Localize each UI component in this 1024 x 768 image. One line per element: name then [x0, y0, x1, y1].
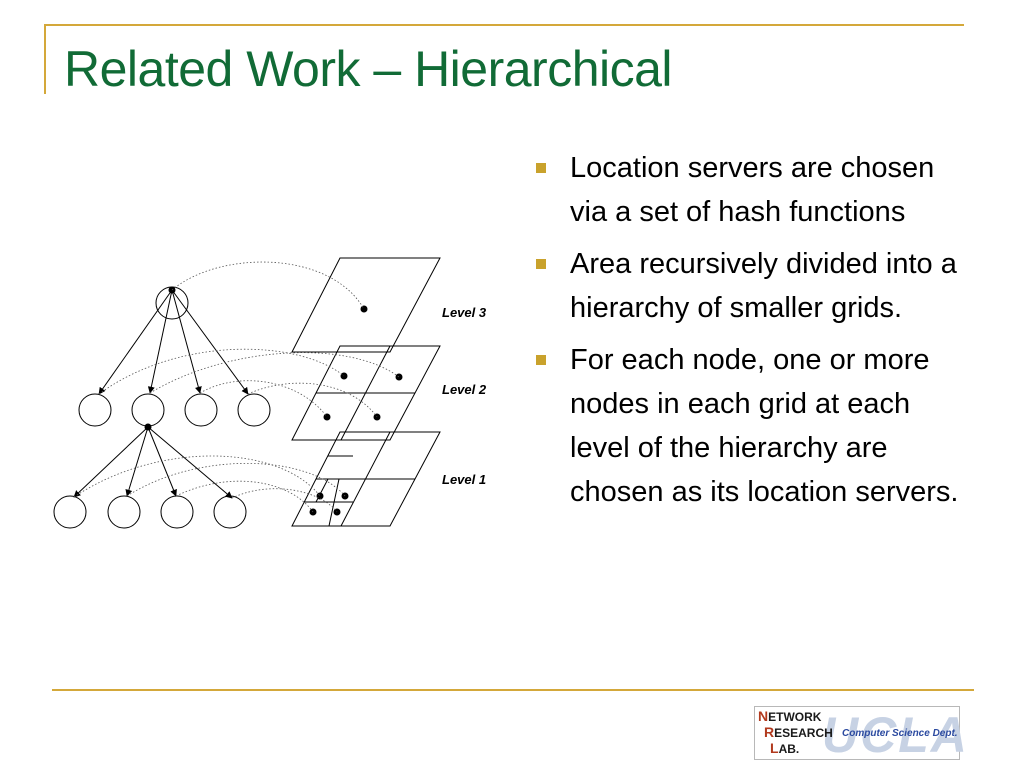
level-3-label: Level 3	[442, 305, 487, 320]
ucla-watermark: UCLA	[822, 707, 969, 763]
network-research-lab-logo: UCLA NETWORK RESEARCH LAB. Computer Scie…	[742, 706, 968, 764]
bullet-text: Location servers are chosen via a set of…	[570, 152, 935, 228]
bullet-item: Location servers are chosen via a set of…	[530, 146, 970, 234]
slide-title: Related Work – Hierarchical	[64, 41, 673, 97]
frame-top-line	[44, 24, 964, 26]
tree-edges	[73, 289, 249, 499]
logo-dept-text: Computer Science Dept.	[842, 728, 958, 739]
bullet-item: For each node, one or more nodes in each…	[530, 338, 970, 514]
grid-level-2	[291, 345, 441, 441]
bullet-square-icon	[536, 259, 546, 269]
logo-line-3: LAB.	[770, 740, 800, 756]
bullet-text: Area recursively divided into a hierarch…	[570, 248, 957, 324]
logo-line-2: RESEARCH	[764, 724, 833, 740]
footer-line	[52, 689, 974, 691]
bullet-item: Area recursively divided into a hierarch…	[530, 242, 970, 330]
mapping-curves	[73, 261, 400, 513]
grid-level-3	[291, 257, 441, 353]
level-2-label: Level 2	[442, 382, 487, 397]
tree-nodes	[53, 286, 271, 529]
frame-left-line	[44, 24, 46, 94]
bullet-square-icon	[536, 355, 546, 365]
bullet-text: For each node, one or more nodes in each…	[570, 344, 959, 508]
level-1-label: Level 1	[442, 472, 486, 487]
bullet-square-icon	[536, 163, 546, 173]
grid-level-1	[291, 431, 441, 527]
bullet-list: Location servers are chosen via a set of…	[530, 146, 970, 522]
logo-frame	[754, 706, 960, 760]
logo-line-1: NETWORK	[758, 708, 822, 724]
